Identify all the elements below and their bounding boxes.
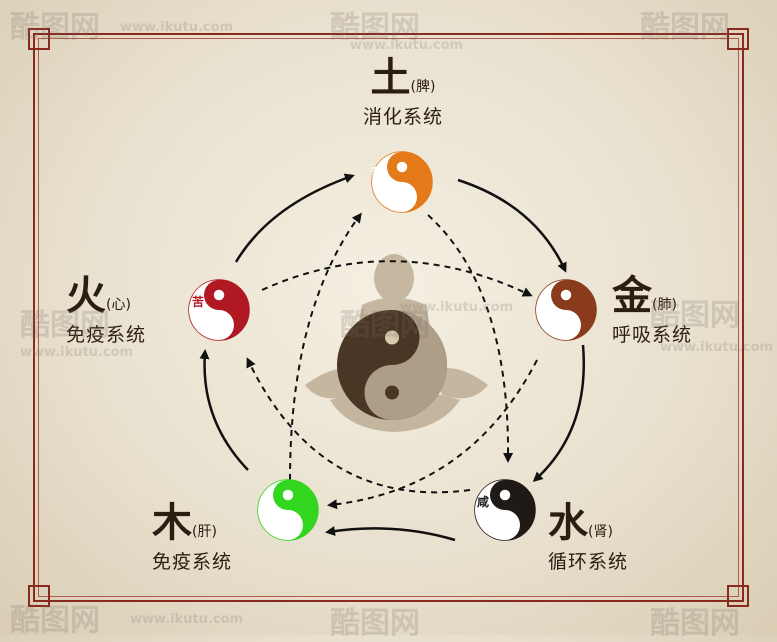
arrow-earth-to-metal — [457, 178, 567, 273]
arrow-fire-to-earth — [234, 173, 355, 263]
metal-label: 金(肺) 呼吸系统 — [612, 276, 732, 347]
water-char: 水 — [548, 500, 588, 546]
arrow-earth-to-water — [427, 214, 514, 463]
wood-label: 木(肝) 免疫系统 — [152, 503, 272, 574]
water-label: 水(肾) 循环系统 — [548, 503, 668, 574]
fire-yin-yang — [188, 279, 250, 341]
arrow-fire-to-metal — [261, 260, 533, 297]
earth-char: 土 — [370, 55, 411, 101]
controlling-cycle-arrows — [246, 212, 538, 510]
earth-system: 消化系统 — [362, 106, 443, 128]
arrow-water-to-wood — [325, 526, 456, 542]
fire-label: 火(心) 免疫系统 — [66, 276, 186, 347]
arrow-water-to-fire — [246, 357, 471, 494]
fire-taste: 苦 — [192, 295, 205, 309]
frame-corner-ornament — [727, 28, 749, 50]
arrow-wood-to-fire — [199, 349, 249, 471]
earth-label: 土(脾) 消化系统 — [348, 58, 458, 129]
center-yin-yang — [337, 310, 447, 420]
metal-char: 金 — [612, 273, 652, 319]
earth-yin-yang — [371, 151, 433, 213]
metal-system: 呼吸系统 — [612, 324, 693, 346]
fire-char: 火 — [66, 273, 106, 319]
earth-taste: 甜 — [372, 166, 385, 180]
water-system: 循环系统 — [548, 551, 629, 573]
metal-yin-yang — [535, 279, 597, 341]
outer-frame — [33, 33, 744, 602]
frame-corner-ornament — [28, 585, 50, 607]
water-yin-yang — [474, 479, 536, 541]
wood-system: 免疫系统 — [152, 551, 233, 573]
arrow-metal-to-water — [532, 344, 585, 483]
metal-organ: (肺) — [652, 297, 677, 313]
inner-frame — [38, 38, 739, 597]
earth-organ: (脾) — [410, 79, 436, 95]
fire-organ: (心) — [106, 297, 131, 313]
water-taste: 咸 — [477, 495, 490, 509]
metal-taste: 辣 — [539, 295, 552, 309]
water-organ: (肾) — [588, 524, 613, 540]
wood-taste: 酸 — [261, 495, 274, 509]
frame-corner-ornament — [28, 28, 50, 50]
fire-system: 免疫系统 — [66, 324, 147, 346]
frame-corner-ornament — [727, 585, 749, 607]
wood-yin-yang — [257, 479, 319, 541]
generating-cycle-arrows — [199, 173, 585, 542]
wood-char: 木 — [152, 500, 192, 546]
wood-organ: (肝) — [192, 524, 217, 540]
arrow-metal-to-wood — [327, 359, 538, 510]
